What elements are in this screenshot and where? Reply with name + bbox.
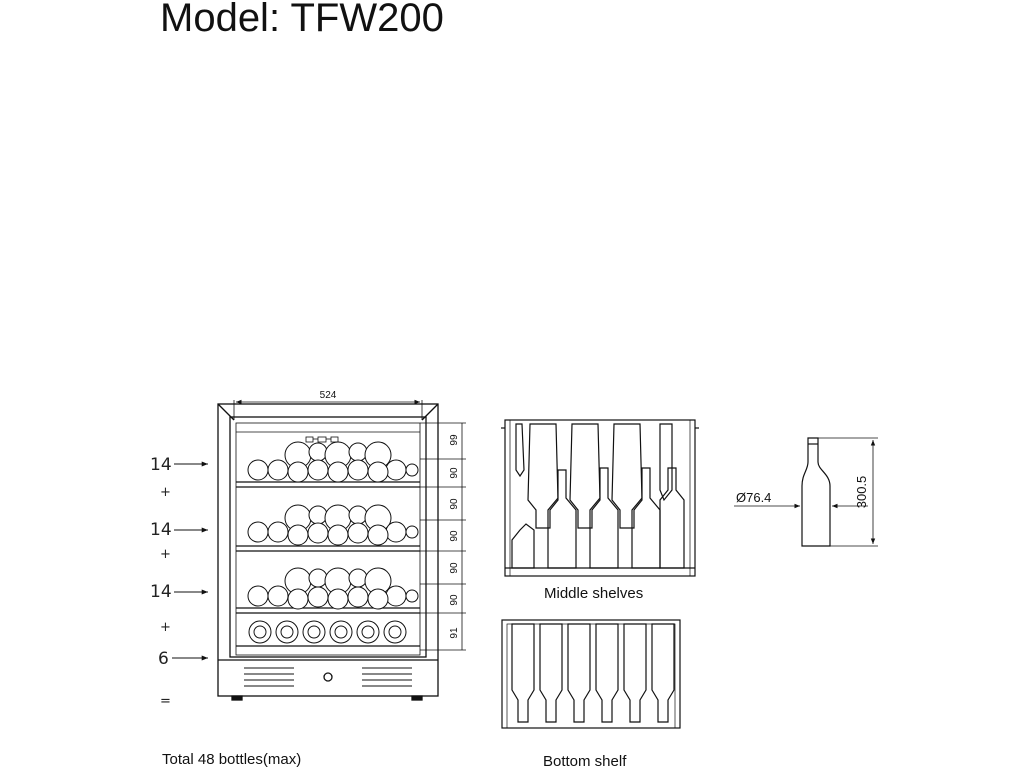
svg-text:90: 90 <box>449 530 460 542</box>
svg-text:=: = <box>160 694 171 709</box>
middle-shelves-caption: Middle shelves <box>544 585 643 602</box>
count-shelf-2: 14 <box>150 520 172 540</box>
count-shelf-1: 14 <box>150 455 172 475</box>
svg-text:99: 99 <box>449 434 460 446</box>
door-frame <box>229 416 427 658</box>
svg-text:90: 90 <box>449 467 460 479</box>
bottom-shelf-drawing <box>501 619 681 729</box>
svg-text:+: + <box>160 620 171 635</box>
middle-shelf-drawing <box>501 419 699 577</box>
svg-text:+: + <box>160 547 171 562</box>
bottle-height-label: 300.5 <box>854 476 869 509</box>
model-title: Model: TFW200 <box>160 0 444 40</box>
svg-text:90: 90 <box>449 498 460 510</box>
shelf-lines <box>236 481 420 647</box>
bottle-drawing <box>801 437 831 547</box>
count-bottom: 6 <box>158 649 169 669</box>
cooler-front-view <box>217 403 439 701</box>
count-arrows <box>172 461 208 661</box>
svg-text:90: 90 <box>449 594 460 606</box>
bottle-layout <box>247 441 419 644</box>
control-panel-icons <box>305 436 339 443</box>
svg-text:+: + <box>160 485 171 500</box>
width-dimension <box>233 399 423 420</box>
height-dimension-lines <box>420 422 466 651</box>
svg-text:90: 90 <box>449 562 460 574</box>
bottom-shelf-caption: Bottom shelf <box>543 753 627 768</box>
total-bottles-label: Total 48 bottles(max) <box>162 751 301 768</box>
height-dimension-labels: 99 90 90 90 90 90 91 <box>449 434 460 639</box>
width-dim-label: 524 <box>320 390 337 401</box>
vent-grille <box>244 667 412 687</box>
shelf-counts: 14 + 14 + 14 + 6 = <box>150 455 172 709</box>
bottle-dimension-lines <box>734 437 878 547</box>
lock-icon <box>323 672 333 682</box>
bottle-diameter-label: Ø76.4 <box>736 490 771 505</box>
svg-text:91: 91 <box>449 627 460 639</box>
count-shelf-3: 14 <box>150 582 172 602</box>
